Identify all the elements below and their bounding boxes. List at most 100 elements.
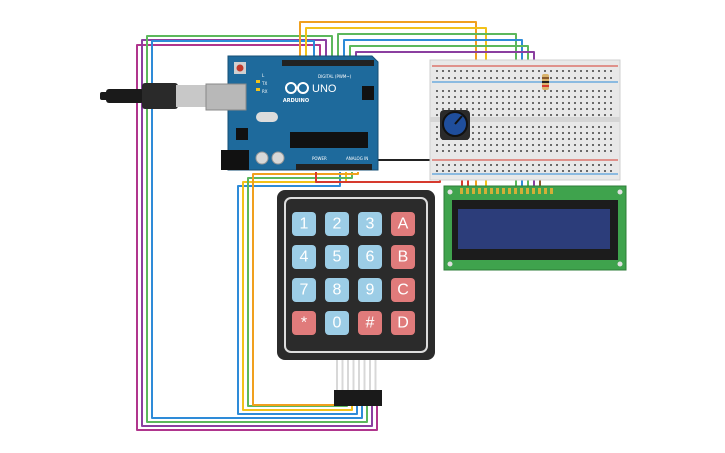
key-cap[interactable] <box>292 278 316 302</box>
breadboard-hole <box>562 170 564 172</box>
key-cap[interactable] <box>292 311 316 335</box>
breadboard-hole <box>490 77 492 79</box>
breadboard-hole <box>484 138 486 140</box>
key-2[interactable]: 2 <box>325 212 349 236</box>
breadboard-hole <box>562 77 564 79</box>
key-*[interactable]: * <box>292 311 316 335</box>
breadboard-hole <box>472 138 474 140</box>
key-cap[interactable] <box>391 212 415 236</box>
breadboard-hole <box>580 126 582 128</box>
reset-button-cap[interactable] <box>236 64 244 72</box>
breadboard-hole <box>454 90 456 92</box>
key-4[interactable]: 4 <box>292 245 316 269</box>
breadboard-hole <box>550 102 552 104</box>
breadboard-hole <box>520 108 522 110</box>
key-cap[interactable] <box>292 245 316 269</box>
breadboard-hole <box>508 144 510 146</box>
key-C[interactable]: C <box>391 278 415 302</box>
key-9[interactable]: 9 <box>358 278 382 302</box>
breadboard-hole <box>526 108 528 110</box>
breadboard-hole <box>592 114 594 116</box>
key-label: 2 <box>333 216 342 233</box>
key-cap[interactable] <box>358 278 382 302</box>
breadboard-hole <box>478 150 480 152</box>
rx-label: RX <box>262 89 268 94</box>
key-label: B <box>398 249 409 266</box>
breadboard-hole <box>562 96 564 98</box>
breadboard-hole <box>580 96 582 98</box>
key-cap[interactable] <box>391 311 415 335</box>
key-cap[interactable] <box>358 311 382 335</box>
lcd-pin <box>484 188 487 194</box>
key-D[interactable]: D <box>391 311 415 335</box>
breadboard-hole <box>544 96 546 98</box>
breadboard-hole <box>436 90 438 92</box>
key-cap[interactable] <box>391 278 415 302</box>
breadboard-hole <box>556 108 558 110</box>
breadboard-hole <box>442 70 444 72</box>
arduino-board[interactable]: ARDUINO UNO DIGITAL (PWM~) POWER ANALOG … <box>205 55 379 171</box>
potentiometer[interactable] <box>440 110 470 140</box>
breadboard-hole <box>580 170 582 172</box>
breadboard-hole <box>550 90 552 92</box>
breadboard-hole <box>460 102 462 104</box>
breadboard-hole <box>586 108 588 110</box>
breadboard-hole <box>490 170 492 172</box>
breadboard-hole <box>442 170 444 172</box>
breadboard-hole <box>532 96 534 98</box>
breadboard-hole <box>436 138 438 140</box>
breadboard-hole <box>466 108 468 110</box>
breadboard-hole <box>514 138 516 140</box>
breadboard-hole <box>562 138 564 140</box>
key-B[interactable]: B <box>391 245 415 269</box>
breadboard-hole <box>520 70 522 72</box>
breadboard-hole <box>472 144 474 146</box>
key-5[interactable]: 5 <box>325 245 349 269</box>
breadboard-hole <box>538 114 540 116</box>
breadboard-hole <box>604 132 606 134</box>
breadboard-hole <box>592 138 594 140</box>
key-7[interactable]: 7 <box>292 278 316 302</box>
key-cap[interactable] <box>325 212 349 236</box>
key-3[interactable]: 3 <box>358 212 382 236</box>
breadboard-hole <box>556 144 558 146</box>
lcd-pin <box>478 188 481 194</box>
key-cap[interactable] <box>358 212 382 236</box>
key-cap[interactable] <box>292 212 316 236</box>
breadboard-hole <box>586 114 588 116</box>
breadboard-hole <box>550 164 552 166</box>
breadboard-hole <box>496 150 498 152</box>
breadboard-hole <box>598 132 600 134</box>
key-cap[interactable] <box>325 311 349 335</box>
breadboard-hole <box>448 77 450 79</box>
key-cap[interactable] <box>358 245 382 269</box>
breadboard-hole <box>544 138 546 140</box>
breadboard-hole <box>598 144 600 146</box>
breadboard-hole <box>556 77 558 79</box>
key-0[interactable]: 0 <box>325 311 349 335</box>
breadboard-hole <box>484 90 486 92</box>
key-A[interactable]: A <box>391 212 415 236</box>
key-8[interactable]: 8 <box>325 278 349 302</box>
breadboard-hole <box>520 144 522 146</box>
key-6[interactable]: 6 <box>358 245 382 269</box>
breadboard-hole <box>478 102 480 104</box>
breadboard-hole <box>490 126 492 128</box>
key-#[interactable]: # <box>358 311 382 335</box>
breadboard-hole <box>574 108 576 110</box>
breadboard-hole <box>490 96 492 98</box>
breadboard-hole <box>532 126 534 128</box>
breadboard-hole <box>448 96 450 98</box>
breadboard-hole <box>538 102 540 104</box>
breadboard-hole <box>538 126 540 128</box>
key-cap[interactable] <box>325 245 349 269</box>
key-cap[interactable] <box>325 278 349 302</box>
key-cap[interactable] <box>391 245 415 269</box>
breadboard-hole <box>538 77 540 79</box>
breadboard-hole <box>502 164 504 166</box>
breadboard-hole <box>454 70 456 72</box>
breadboard-hole <box>436 108 438 110</box>
key-1[interactable]: 1 <box>292 212 316 236</box>
